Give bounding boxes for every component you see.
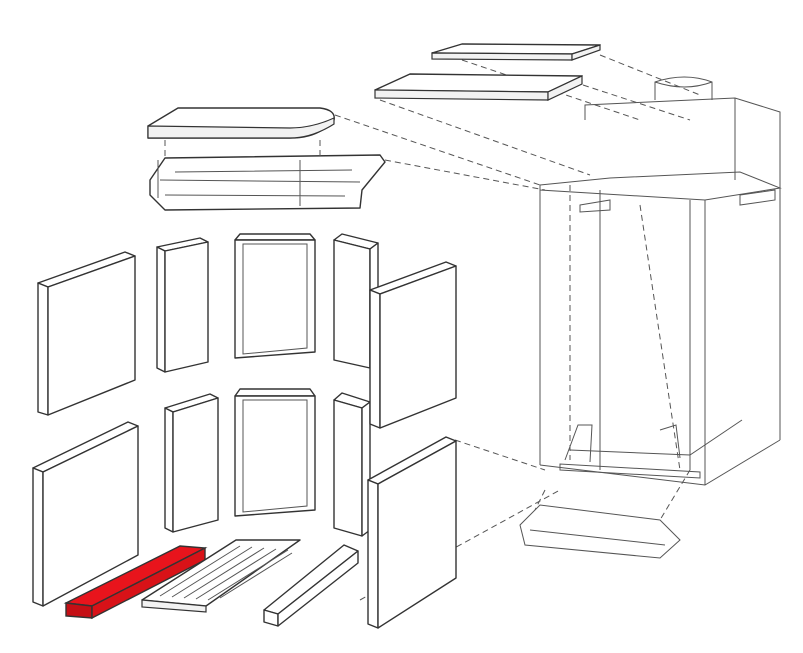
side-panel-right-lower[interactable] bbox=[367, 436, 457, 629]
side-panel-left-lower[interactable] bbox=[32, 421, 139, 607]
top-plate-lower[interactable] bbox=[374, 73, 583, 101]
baffle-holder[interactable] bbox=[149, 140, 386, 211]
floor-brick-front-right[interactable] bbox=[263, 544, 359, 627]
top-plate-upper[interactable] bbox=[431, 43, 601, 61]
grate[interactable] bbox=[141, 539, 301, 613]
side-panel-left-upper[interactable] bbox=[37, 251, 136, 416]
floor-brick-front-left-highlighted[interactable] bbox=[63, 545, 208, 620]
stove-body bbox=[519, 76, 782, 559]
back-panel-lower-center[interactable] bbox=[234, 388, 316, 517]
baffle-plate[interactable] bbox=[147, 107, 335, 139]
side-panel-right-upper[interactable] bbox=[369, 261, 457, 429]
back-panel-upper-center[interactable] bbox=[234, 233, 316, 359]
back-panel-upper-left[interactable] bbox=[156, 237, 209, 373]
back-panel-lower-right[interactable] bbox=[333, 392, 371, 537]
back-panel-lower-left[interactable] bbox=[164, 393, 219, 533]
